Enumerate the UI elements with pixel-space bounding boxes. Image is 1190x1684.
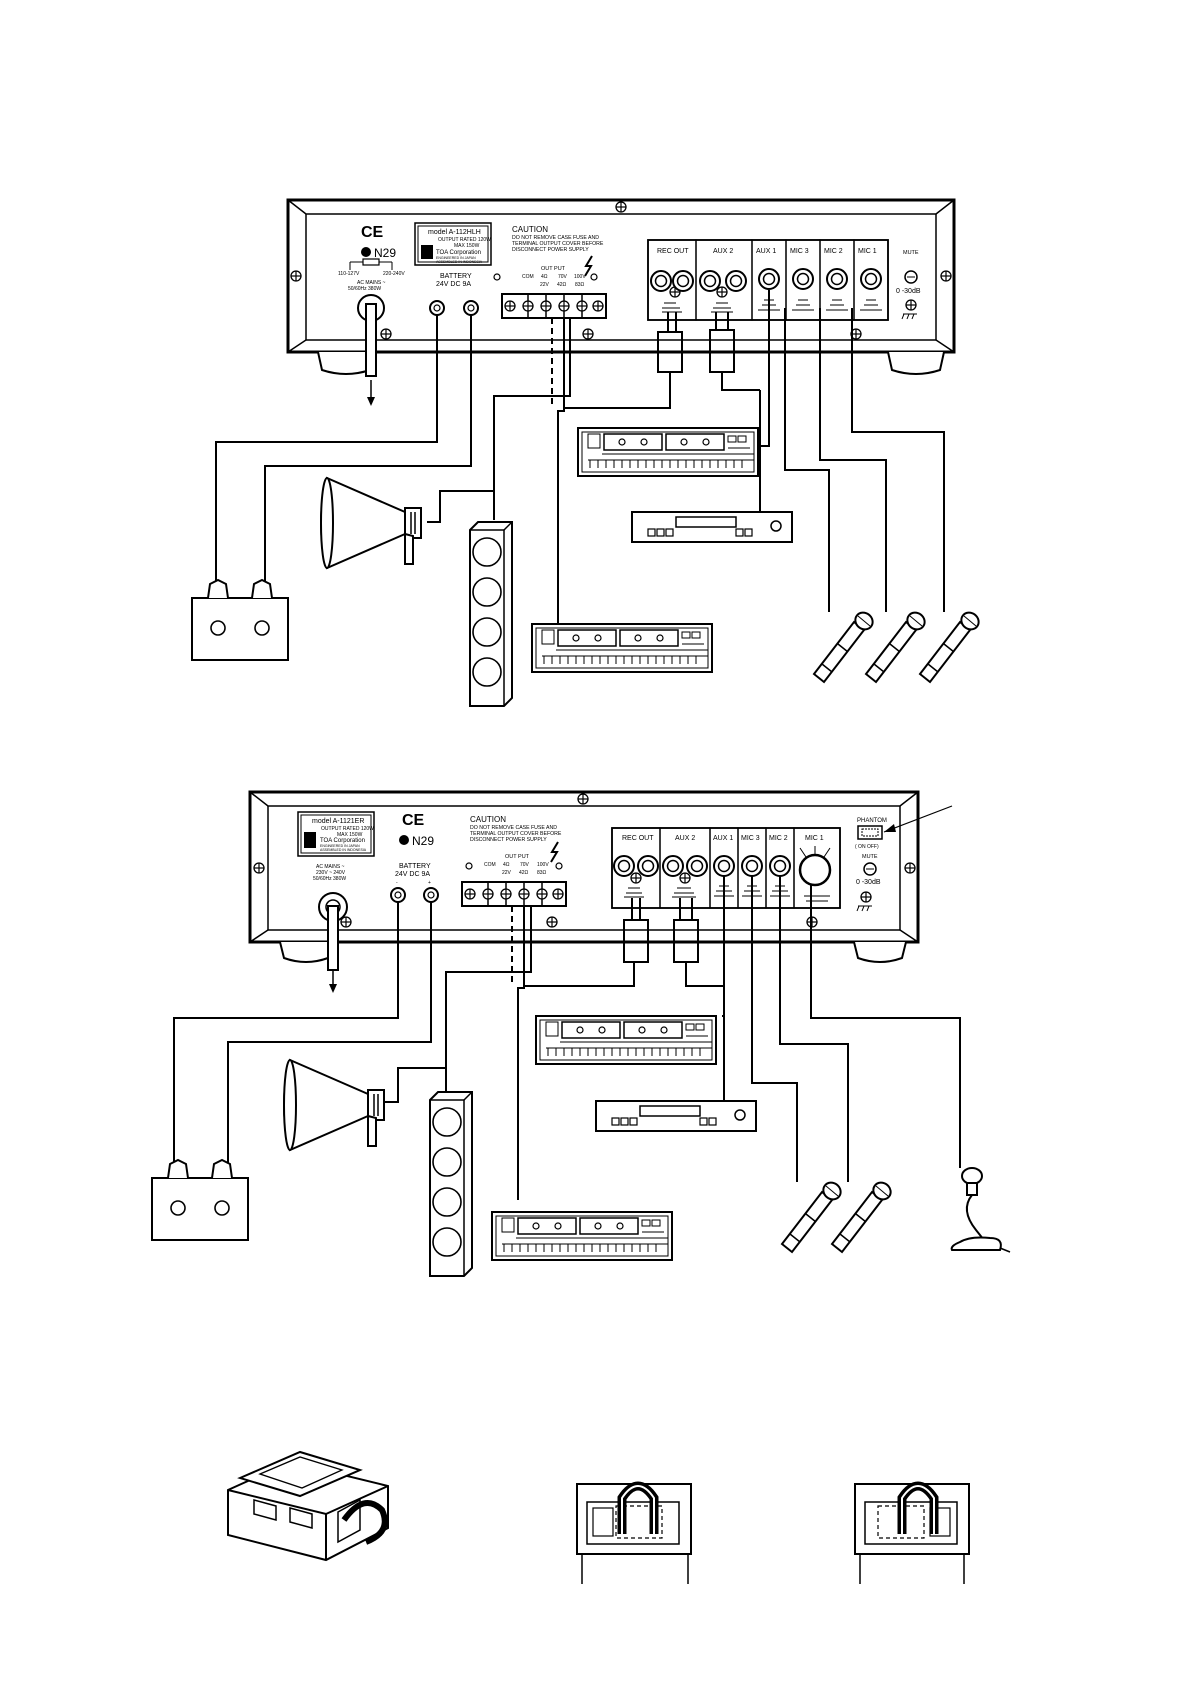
model-label: model A-1121ER [312, 818, 364, 825]
svg-text:22V: 22V [540, 282, 550, 288]
svg-text:83Ω: 83Ω [575, 282, 585, 288]
aux1-label: AUX 1 [713, 835, 733, 842]
caution-label: CAUTION [512, 225, 548, 234]
svg-text:COM: COM [484, 862, 496, 868]
mic1-label: MIC 1 [858, 248, 877, 255]
svg-text:OUT PUT: OUT PUT [541, 266, 566, 272]
n29-mark: N29 [374, 246, 396, 260]
svg-text:COM: COM [522, 274, 534, 280]
svg-text:50/60Hz 380W: 50/60Hz 380W [348, 286, 381, 292]
svg-text:+: + [428, 880, 431, 886]
desk-microphone-icon [950, 1167, 1011, 1253]
battery-icon [151, 1159, 249, 1241]
wiring-unit-1 [215, 290, 945, 626]
mic3-label: MIC 3 [741, 835, 760, 842]
aux2-label: AUX 2 [713, 248, 733, 255]
svg-text:-: - [396, 880, 398, 886]
cassette-deck-icon [577, 427, 759, 477]
aux2-label: AUX 2 [675, 835, 695, 842]
mute-label: MUTE [903, 250, 919, 256]
amplifier-unit-2: model A-1121ER OUTPUT RATED 120W MAX 150… [248, 790, 953, 993]
mic2-label: MIC 2 [769, 835, 788, 842]
svg-text:24V DC 9A: 24V DC 9A [436, 281, 471, 288]
ac-mains-label: AC MAINS ~ [357, 280, 386, 286]
svg-text:83Ω: 83Ω [537, 870, 547, 876]
svg-text:100V: 100V [537, 862, 549, 868]
mic3-label: MIC 3 [790, 248, 809, 255]
svg-text:42Ω: 42Ω [519, 870, 529, 876]
horn-speaker-icon [320, 477, 422, 569]
svg-text:ENGINEERED IN JAPAN: ENGINEERED IN JAPAN [320, 844, 360, 848]
mute-label: MUTE [862, 854, 878, 860]
svg-text:( ON OFF): ( ON OFF) [855, 844, 879, 850]
svg-text:4Ω: 4Ω [503, 862, 510, 868]
cassette-deck-icon [535, 1015, 717, 1065]
svg-text:230V ~ 240V: 230V ~ 240V [316, 870, 346, 876]
svg-text:DISCONNECT POWER SUPPLY: DISCONNECT POWER SUPPLY [512, 247, 589, 253]
horn-speaker-icon [283, 1059, 385, 1151]
aux1-label: AUX 1 [756, 248, 776, 255]
cassette-deck-icon [531, 623, 713, 673]
amplifier-unit-1: CE N29 model A-112HLH OUTPUT RATED 120W … [286, 198, 956, 406]
ac-mains-label: AC MAINS ~ [316, 864, 345, 870]
svg-text:OUTPUT RATED 120W: OUTPUT RATED 120W [321, 826, 374, 832]
svg-text:ASSEMBLED IN INDONESIA: ASSEMBLED IN INDONESIA [436, 260, 483, 264]
svg-text:50/60Hz 380W: 50/60Hz 380W [313, 876, 346, 882]
svg-text:24V DC 9A: 24V DC 9A [395, 871, 430, 878]
svg-text:ASSEMBLED IN INDONESIA: ASSEMBLED IN INDONESIA [320, 848, 367, 852]
microphone-icon [865, 608, 930, 683]
ce-mark: CE [402, 812, 425, 829]
n29-mark: N29 [412, 834, 434, 848]
battery-label: BATTERY [399, 863, 431, 870]
svg-text:TOA Corporation: TOA Corporation [320, 838, 365, 844]
cassette-deck-icon [491, 1211, 673, 1261]
svg-text:22V: 22V [502, 870, 512, 876]
column-speaker-icon [469, 521, 513, 707]
svg-text:0 -30dB: 0 -30dB [856, 879, 881, 886]
svg-text:TOA Corporation: TOA Corporation [436, 250, 481, 256]
phantom-label: PHANTOM [857, 818, 887, 824]
svg-text:MAX 150W: MAX 150W [454, 243, 480, 249]
battery-icon [191, 579, 289, 661]
phantom-on-detail [854, 1481, 970, 1584]
svg-text:220-240V: 220-240V [383, 271, 405, 277]
svg-text:DO NOT REMOVE CASE FUSE AND: DO NOT REMOVE CASE FUSE AND [470, 825, 557, 831]
svg-text:42Ω: 42Ω [557, 282, 567, 288]
svg-text:110-127V: 110-127V [338, 271, 360, 277]
svg-text:DO NOT REMOVE CASE FUSE AND: DO NOT REMOVE CASE FUSE AND [512, 235, 599, 241]
svg-text:MAX 150W: MAX 150W [337, 832, 363, 838]
ce-mark: CE [361, 224, 384, 241]
tuner-icon [595, 1100, 757, 1132]
mic2-label: MIC 2 [824, 248, 843, 255]
mic1-label: MIC 1 [805, 835, 824, 842]
microphone-icon [813, 608, 878, 683]
model-label: model A-112HLH [428, 229, 481, 236]
rec-out-label: REC OUT [657, 248, 689, 255]
svg-text:OUTPUT RATED 120W: OUTPUT RATED 120W [438, 237, 491, 243]
svg-text:TERMINAL OUTPUT COVER BEFORE: TERMINAL OUTPUT COVER BEFORE [512, 241, 604, 247]
svg-text:OUT PUT: OUT PUT [505, 854, 530, 860]
svg-text:70V: 70V [520, 862, 530, 868]
svg-text:DISCONNECT POWER SUPPLY: DISCONNECT POWER SUPPLY [470, 837, 547, 843]
svg-text:70V: 70V [558, 274, 568, 280]
battery-label: BATTERY [440, 273, 472, 280]
wiring-unit-2 [173, 876, 961, 1200]
column-speaker-icon [429, 1091, 473, 1277]
svg-text:4Ω: 4Ω [541, 274, 548, 280]
svg-text:TERMINAL OUTPUT COVER BEFORE: TERMINAL OUTPUT COVER BEFORE [470, 831, 562, 837]
tuner-icon [631, 511, 793, 543]
svg-text:ENGINEERED IN JAPAN: ENGINEERED IN JAPAN [436, 256, 476, 260]
microphone-icon [919, 608, 984, 683]
svg-text:100V: 100V [574, 274, 586, 280]
svg-text:0 -30dB: 0 -30dB [896, 288, 921, 295]
phantom-off-detail [576, 1481, 692, 1584]
phantom-switch-detail [227, 1450, 389, 1562]
caution-label: CAUTION [470, 815, 506, 824]
rec-out-label: REC OUT [622, 835, 654, 842]
